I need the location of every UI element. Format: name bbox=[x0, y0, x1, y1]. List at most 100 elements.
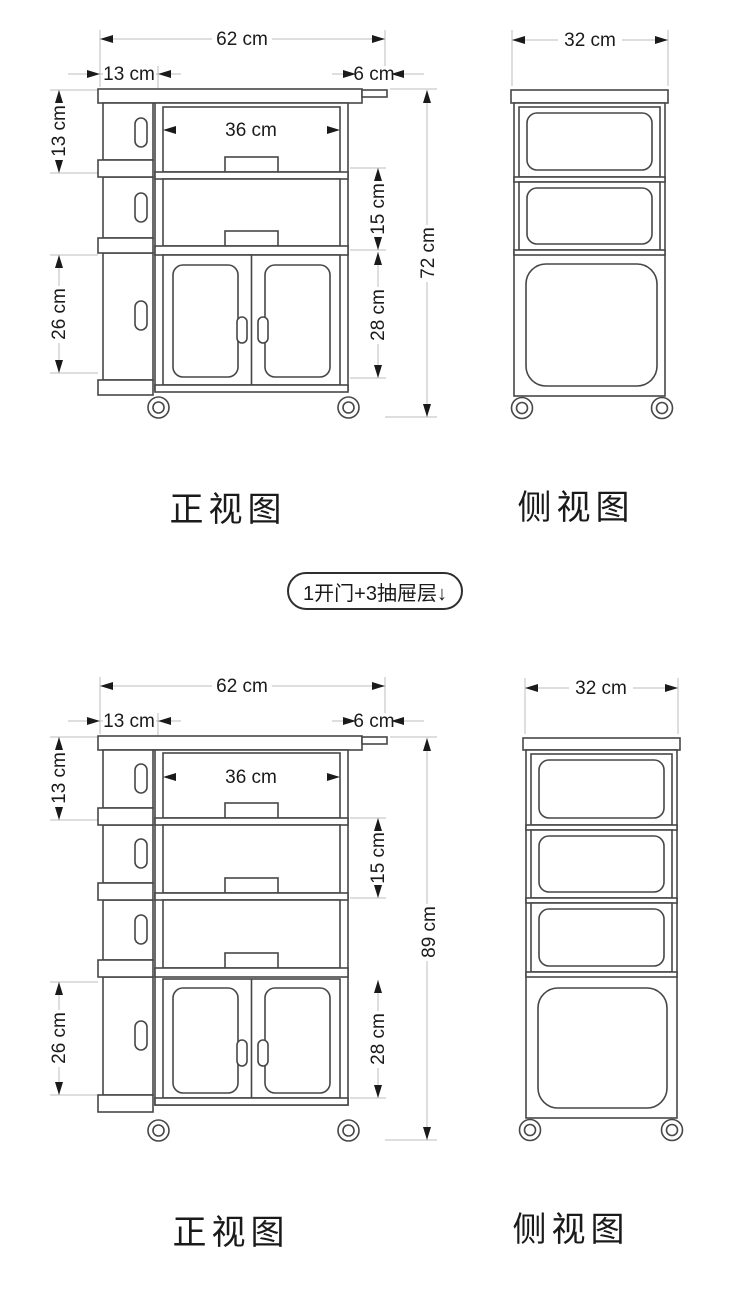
dim-drawer-width: 36 cm bbox=[225, 767, 277, 788]
shelf-band-2 bbox=[154, 892, 349, 901]
drawer-panel-3 bbox=[538, 908, 665, 967]
side-slot-3 bbox=[134, 914, 148, 945]
dim-total-height: 72 cm bbox=[418, 227, 439, 279]
drawer-panel-2 bbox=[538, 835, 665, 893]
side-slot-4 bbox=[134, 1020, 148, 1051]
wheel-left bbox=[147, 396, 170, 419]
dim-drawer-width: 36 cm bbox=[225, 120, 277, 141]
door-right-handle bbox=[257, 1039, 269, 1067]
side-slot-2 bbox=[134, 192, 148, 223]
side-trim-3 bbox=[97, 379, 154, 396]
dimension-arrows bbox=[525, 684, 678, 692]
drawer-band-1 bbox=[530, 753, 673, 826]
caption-front-view-top: 正视图 bbox=[169, 492, 287, 529]
cabinet-side-drawing bbox=[518, 737, 684, 1142]
top-cap bbox=[510, 89, 669, 104]
bottom-rail bbox=[154, 1097, 349, 1106]
side-trim-2 bbox=[97, 882, 154, 901]
dimension-arrows bbox=[55, 682, 431, 1140]
side-trim-1 bbox=[97, 807, 154, 826]
side-trim-3 bbox=[97, 959, 154, 978]
side-trim-4 bbox=[97, 1094, 154, 1113]
dim-total-width: 62 cm bbox=[216, 29, 268, 50]
side-slot-3 bbox=[134, 300, 148, 331]
wheel-right bbox=[650, 396, 674, 420]
front-view-bottom-drawing: 62 cm 13 cm 6 cm 36 cm 13 cm 26 cm 15 cm… bbox=[49, 676, 440, 1142]
dim-depth: 32 cm bbox=[575, 678, 627, 699]
door-left-handle bbox=[236, 316, 248, 344]
dim-door-left-height: 26 cm bbox=[49, 1012, 70, 1064]
wheel-left bbox=[518, 1118, 542, 1142]
dimension-text-gaps bbox=[50, 31, 437, 344]
lower-panel bbox=[537, 987, 668, 1109]
drawer-band-1 bbox=[518, 106, 661, 178]
band-sep-3 bbox=[525, 971, 678, 978]
dim-top-row-height: 13 cm bbox=[49, 752, 70, 804]
door-left-handle bbox=[236, 1039, 248, 1067]
towel-bar-tab bbox=[361, 736, 388, 745]
dim-drawer-row-height: 15 cm bbox=[368, 832, 389, 884]
dimension-arrows bbox=[512, 36, 668, 44]
drawer-panel-1 bbox=[538, 759, 665, 819]
top-board bbox=[97, 735, 363, 751]
towel-bar-tab bbox=[361, 89, 388, 98]
drawer-2-handle bbox=[224, 230, 279, 247]
dimension-text-gaps bbox=[558, 31, 622, 49]
dim-side-width: 13 cm bbox=[103, 64, 155, 85]
lower-panel bbox=[525, 263, 658, 387]
dimension-text-gaps bbox=[569, 679, 633, 697]
dim-total-height: 89 cm bbox=[419, 906, 440, 958]
drawer-band-3 bbox=[530, 902, 673, 973]
drawer-panel-1 bbox=[526, 112, 653, 171]
dim-tab-width: 6 cm bbox=[353, 711, 394, 732]
variant-divider-label: 1开门+3抽屉层↓ bbox=[303, 582, 447, 605]
band-sep-2 bbox=[513, 249, 666, 256]
dim-drawer-row-height: 15 cm bbox=[368, 183, 389, 235]
side-slot-1 bbox=[134, 763, 148, 794]
dim-side-width: 13 cm bbox=[103, 711, 155, 732]
caption-side-view-top: 侧视图 bbox=[517, 490, 635, 527]
dim-door-left-height: 26 cm bbox=[49, 288, 70, 340]
drawer-1-handle bbox=[224, 802, 279, 819]
door-right-handle bbox=[257, 316, 269, 344]
dim-total-width: 62 cm bbox=[216, 676, 268, 697]
drawer-band-2 bbox=[530, 829, 673, 899]
variant-divider-pill: 1开门+3抽屉层↓ bbox=[287, 572, 463, 610]
side-trim-1 bbox=[97, 159, 154, 178]
wheel-right bbox=[660, 1118, 684, 1142]
wheel-left bbox=[147, 1119, 170, 1142]
bottom-rail bbox=[154, 384, 349, 393]
dim-depth: 32 cm bbox=[564, 30, 616, 51]
side-trim-2 bbox=[97, 237, 154, 254]
door-left bbox=[172, 987, 239, 1094]
wheel-left bbox=[510, 396, 534, 420]
shelf-band-1 bbox=[154, 817, 349, 826]
caption-front-view-bottom: 正视图 bbox=[172, 1215, 290, 1252]
cabinet-front-drawing bbox=[97, 735, 388, 1142]
shelf-band-2 bbox=[154, 245, 349, 256]
drawer-3-handle bbox=[224, 952, 279, 969]
side-view-top-drawing: 32 cm bbox=[510, 30, 674, 420]
top-board bbox=[97, 88, 363, 104]
drawer-band-2 bbox=[518, 181, 661, 251]
top-cap bbox=[522, 737, 681, 751]
front-view-top-drawing: 62 cm 13 cm 6 cm 36 cm 13 cm 26 cm 15 cm… bbox=[49, 29, 439, 419]
wheel-right bbox=[337, 1119, 360, 1142]
dim-top-row-height: 13 cm bbox=[49, 105, 70, 157]
dim-door-height: 28 cm bbox=[368, 1013, 389, 1065]
cabinet-side-drawing bbox=[510, 89, 674, 420]
drawer-1-handle bbox=[224, 156, 279, 173]
shelf-band-1 bbox=[154, 171, 349, 180]
dim-door-height: 28 cm bbox=[368, 289, 389, 341]
dim-tab-width: 6 cm bbox=[353, 64, 394, 85]
side-view-bottom-drawing: 32 cm bbox=[518, 678, 684, 1142]
wheel-right bbox=[337, 396, 360, 419]
drawer-panel-2 bbox=[526, 187, 653, 245]
side-slot-1 bbox=[134, 117, 148, 148]
caption-side-view-bottom: 侧视图 bbox=[512, 1212, 630, 1249]
dimension-text-gaps bbox=[50, 678, 438, 1068]
shelf-band-3 bbox=[154, 967, 349, 978]
side-slot-2 bbox=[134, 838, 148, 869]
dimension-arrows bbox=[55, 35, 431, 417]
